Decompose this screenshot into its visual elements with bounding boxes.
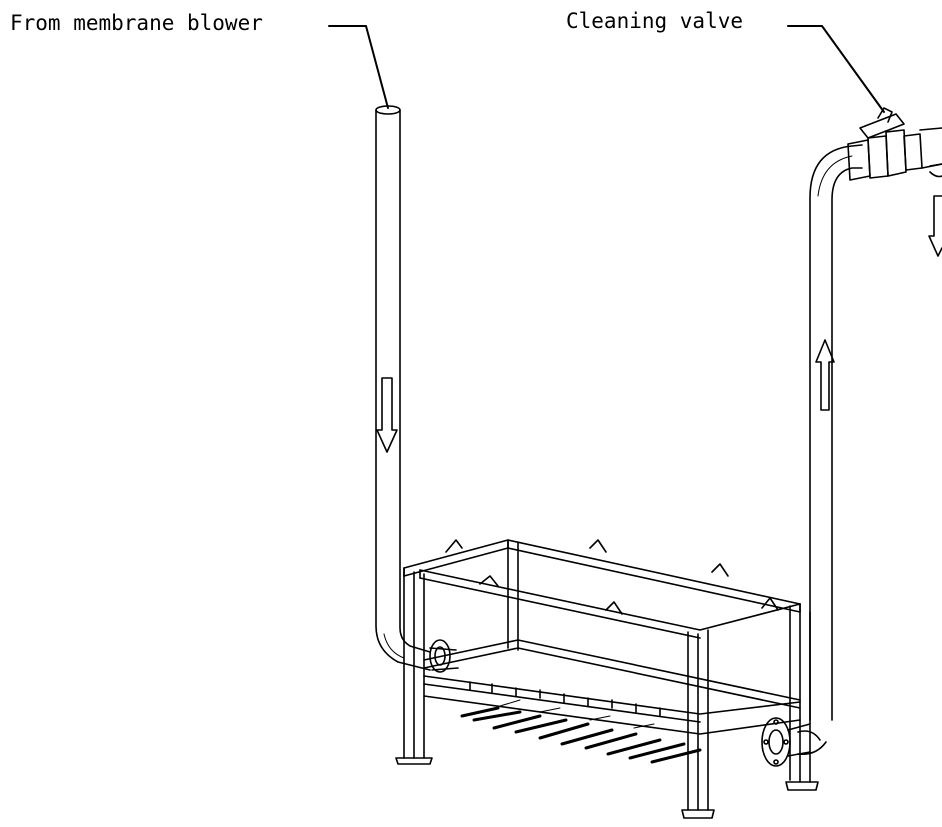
label-from-membrane-blower: From membrane blower xyxy=(10,11,263,35)
label-cleaning-valve: Cleaning valve xyxy=(566,9,744,33)
flow-arrow-down-outlet xyxy=(928,195,942,257)
riser-pipe xyxy=(809,107,942,721)
inlet-pipe xyxy=(375,105,431,671)
riser-pipe-bend-shade xyxy=(817,155,853,197)
inlet-pipe-body xyxy=(375,109,431,671)
leader-blower xyxy=(328,25,389,109)
leader-valve xyxy=(787,25,885,113)
flow-arrow-up-right xyxy=(815,339,835,411)
cleaning-valve-body xyxy=(847,107,942,181)
riser-pipe-body xyxy=(809,144,863,721)
flow-arrow-down-left xyxy=(376,377,398,453)
callout-leaders xyxy=(328,25,885,113)
diffuser-frame xyxy=(395,539,827,819)
diffuser-tubes xyxy=(460,706,702,764)
inlet-pipe-bend-shade xyxy=(383,633,405,659)
